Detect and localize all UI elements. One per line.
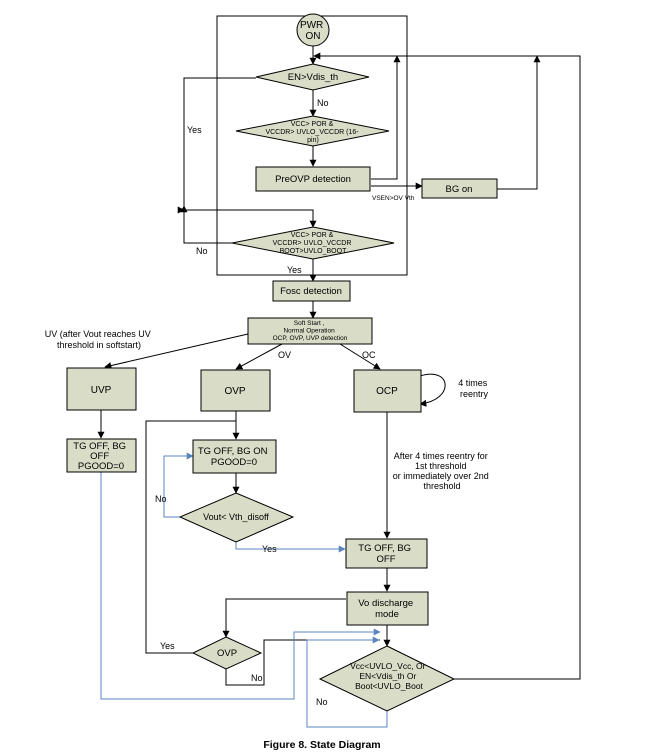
ovp-check-text: OVP bbox=[217, 648, 237, 659]
node-en-check: EN>Vdis_th bbox=[255, 63, 370, 91]
label-no-vout: No bbox=[155, 494, 167, 504]
edge-preovp-return bbox=[371, 55, 401, 180]
edge-ovpcheck-no bbox=[225, 639, 380, 686]
node-ovp-check: OVP bbox=[191, 636, 263, 670]
edge-vout-yes bbox=[235, 542, 346, 553]
bg-on-text: BG on bbox=[446, 184, 473, 195]
node-preovp: PreOVP detection bbox=[255, 166, 371, 192]
vcc-por-boot-text: VCC> POR & VCCDR> UVLO_VCCDR BOOT>UVLO_B… bbox=[273, 232, 354, 255]
label-yes-ovp: Yes bbox=[160, 641, 175, 651]
vcc-por-16pin-text: VCC> POR & VCCDR> UVLO_VCCDR (16- pin) bbox=[265, 121, 360, 144]
edge-ss-to-uvp bbox=[104, 333, 249, 369]
node-ovp-action: TG OFF, BG ON PGOOD=0 bbox=[192, 439, 277, 474]
node-uvp: UVP bbox=[66, 367, 137, 411]
edge-vcc-no bbox=[306, 636, 388, 728]
node-ovp: OVP bbox=[200, 369, 271, 412]
label-vsen: VSEN>OV Vth bbox=[372, 195, 415, 202]
label-ov: OV bbox=[278, 350, 291, 360]
edge-uvp-return bbox=[100, 472, 381, 700]
preovp-text: PreOVP detection bbox=[275, 174, 351, 185]
label-yes-left: Yes bbox=[187, 125, 202, 135]
uvp-action-text: TG OFF, BG OFF PGOOD=0 bbox=[73, 441, 128, 472]
vcc-uvlo-check-text: Vcc<UVLO_Vcc, Or EN<Vdis_th Or Boot<UVLO… bbox=[350, 661, 428, 691]
label-after-reentry: After 4 times reentry for 1st threshold … bbox=[393, 451, 492, 491]
en-check-text: EN>Vdis_th bbox=[288, 72, 338, 83]
edge-vout-no bbox=[163, 452, 194, 518]
node-pwr-on: PWR ON bbox=[296, 13, 330, 47]
uvp-text: UVP bbox=[91, 385, 112, 396]
label-yes-boot: Yes bbox=[287, 265, 302, 275]
node-bg-on: BG on bbox=[421, 178, 498, 199]
edge-ocp-reentry-loop bbox=[419, 373, 446, 407]
vout-check-text: Vout< Vth_disoff bbox=[203, 512, 269, 522]
label-oc: OC bbox=[362, 350, 376, 360]
ovp-action-text: TG OFF, BG ON PGOOD=0 bbox=[198, 446, 270, 468]
vo-discharge-text: Vo discharge mode bbox=[358, 598, 416, 620]
softstart-text: Soft Start , Normal Operation OCP, OVP, … bbox=[273, 320, 348, 342]
edge-main-return bbox=[313, 52, 581, 680]
node-vcc-por-boot: VCC> POR & VCCDR> UVLO_VCCDR BOOT>UVLO_B… bbox=[231, 226, 395, 260]
edge-discharge-to-ovpcheck bbox=[222, 598, 346, 638]
node-vout-check: Vout< Vth_disoff bbox=[178, 492, 295, 543]
node-ocp-action: TG OFF, BG OFF bbox=[345, 538, 428, 569]
edge-into-boot bbox=[184, 209, 317, 228]
edge-ss-to-ovp bbox=[235, 343, 283, 370]
edge-bgon-return bbox=[497, 55, 541, 190]
node-fosc: Fosc detection bbox=[272, 280, 351, 302]
fosc-text: Fosc detection bbox=[280, 286, 342, 297]
pwr-on-text: PWR ON bbox=[300, 20, 326, 42]
node-vo-discharge: Vo discharge mode bbox=[346, 591, 429, 626]
label-yes-vout: Yes bbox=[262, 544, 277, 554]
label-no-boot: No bbox=[196, 246, 208, 256]
ovp-text: OVP bbox=[224, 386, 245, 397]
label-no-en: No bbox=[317, 98, 329, 108]
edge-ovpcheck-yes bbox=[145, 420, 236, 654]
edge-en-yes bbox=[183, 77, 256, 244]
label-uv-cond: UV (after Vout reaches UV threshold in s… bbox=[45, 329, 154, 350]
node-ocp: OCP bbox=[353, 369, 422, 413]
figure-caption: Figure 8. State Diagram bbox=[263, 739, 380, 751]
node-uvp-action: TG OFF, BG OFF PGOOD=0 bbox=[66, 438, 137, 473]
node-vcc-por-16pin: VCC> POR & VCCDR> UVLO_VCCDR (16- pin) bbox=[235, 115, 390, 147]
node-softstart: Soft Start , Normal Operation OCP, OVP, … bbox=[247, 317, 373, 345]
ocp-text: OCP bbox=[376, 386, 398, 397]
label-four-times: 4 times reentry bbox=[458, 378, 490, 399]
node-vcc-uvlo-check: Vcc<UVLO_Vcc, Or EN<Vdis_th Or Boot<UVLO… bbox=[318, 645, 456, 712]
ocp-action-text: TG OFF, BG OFF bbox=[358, 543, 413, 565]
label-no-vcc: No bbox=[316, 697, 328, 707]
label-no-ovp: No bbox=[251, 673, 263, 683]
edge-ss-to-ocp bbox=[339, 343, 381, 370]
